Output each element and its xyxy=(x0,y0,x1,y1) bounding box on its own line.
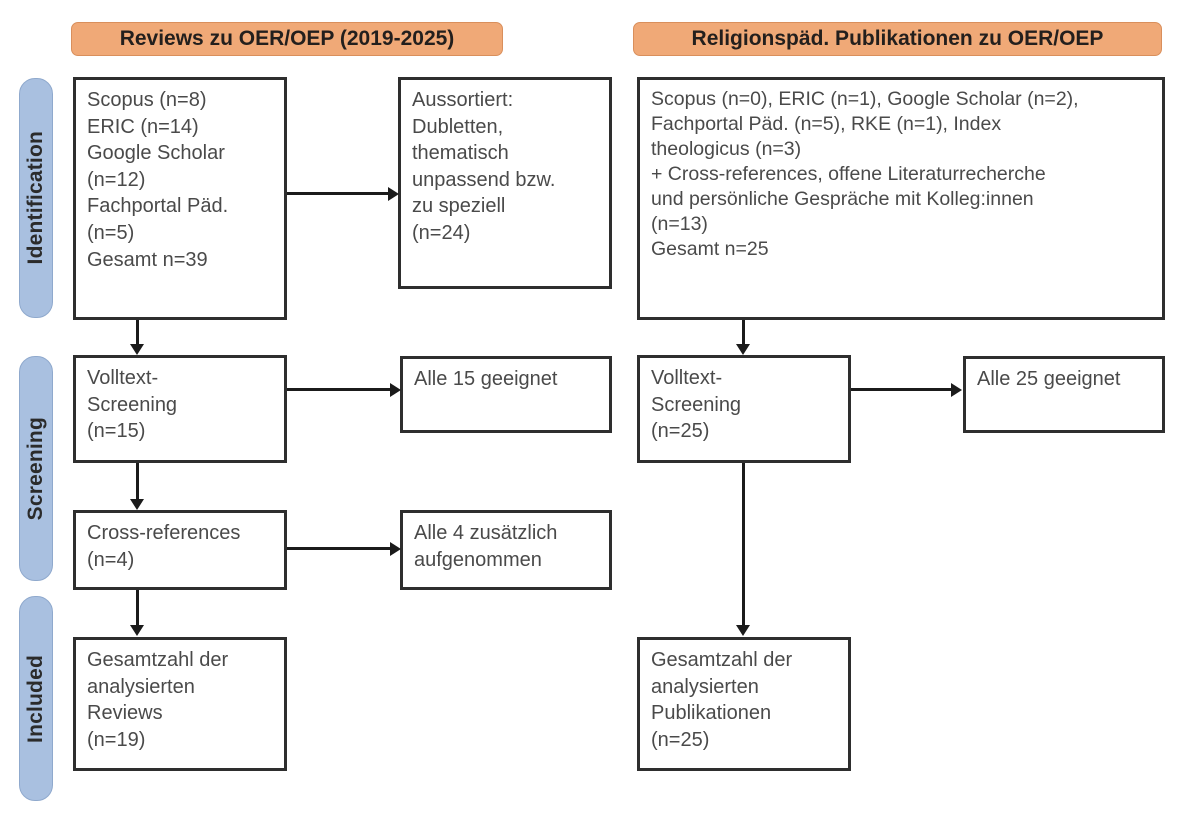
connector-left-crossrefs-to-result xyxy=(287,547,390,550)
box-right-sources: Scopus (n=0), ERIC (n=1), Google Scholar… xyxy=(637,77,1165,320)
connector-left-crossrefs-to-included xyxy=(136,590,139,627)
column-header-religionspaed-label: Religionspäd. Publikationen zu OER/OEP xyxy=(691,27,1104,50)
arrowhead-left-sources-to-fulltext xyxy=(130,344,144,355)
box-left-cross-references-result: Alle 4 zusätzlich aufgenommen xyxy=(400,510,612,590)
box-right-fulltext-result: Alle 25 geeignet xyxy=(963,356,1165,433)
arrowhead-left-crossrefs-to-included xyxy=(130,625,144,636)
box-right-fulltext-screening: Volltext- Screening (n=25) xyxy=(637,355,851,463)
phase-label-identification: Identification xyxy=(24,131,47,265)
arrowhead-left-sources-to-excluded xyxy=(388,187,399,201)
column-header-reviews-label: Reviews zu OER/OEP (2019-2025) xyxy=(119,27,455,50)
box-left-included-total: Gesamtzahl der analysierten Reviews (n=1… xyxy=(73,637,287,771)
phase-label-included: Included xyxy=(24,654,47,743)
arrowhead-left-fulltext-to-crossrefs xyxy=(130,499,144,510)
phase-pill-screening: Screening xyxy=(19,356,53,581)
box-left-cross-references: Cross-references (n=4) xyxy=(73,510,287,590)
arrowhead-left-crossrefs-to-result xyxy=(390,542,401,556)
column-header-reviews: Reviews zu OER/OEP (2019-2025) xyxy=(71,22,503,56)
connector-left-sources-to-fulltext xyxy=(136,320,139,345)
connector-right-sources-to-fulltext xyxy=(742,320,745,345)
box-right-included-total: Gesamtzahl der analysierten Publikatione… xyxy=(637,637,851,771)
box-left-fulltext-screening: Volltext- Screening (n=15) xyxy=(73,355,287,463)
connector-right-fulltext-to-included xyxy=(742,463,745,627)
arrowhead-right-fulltext-to-result xyxy=(951,383,962,397)
connector-left-fulltext-to-crossrefs xyxy=(136,463,139,501)
box-left-sources: Scopus (n=8) ERIC (n=14) Google Scholar … xyxy=(73,77,287,320)
phase-pill-included: Included xyxy=(19,596,53,801)
box-left-fulltext-result: Alle 15 geeignet xyxy=(400,356,612,433)
connector-left-sources-to-excluded xyxy=(287,192,388,195)
phase-pill-identification: Identification xyxy=(19,78,53,318)
arrowhead-right-fulltext-to-included xyxy=(736,625,750,636)
arrowhead-right-sources-to-fulltext xyxy=(736,344,750,355)
phase-label-screening: Screening xyxy=(24,416,47,521)
box-left-excluded: Aussortiert: Dubletten, thematisch unpas… xyxy=(398,77,612,289)
column-header-religionspaed: Religionspäd. Publikationen zu OER/OEP xyxy=(633,22,1162,56)
connector-left-fulltext-to-result xyxy=(287,388,390,391)
connector-right-fulltext-to-result xyxy=(851,388,951,391)
arrowhead-left-fulltext-to-result xyxy=(390,383,401,397)
